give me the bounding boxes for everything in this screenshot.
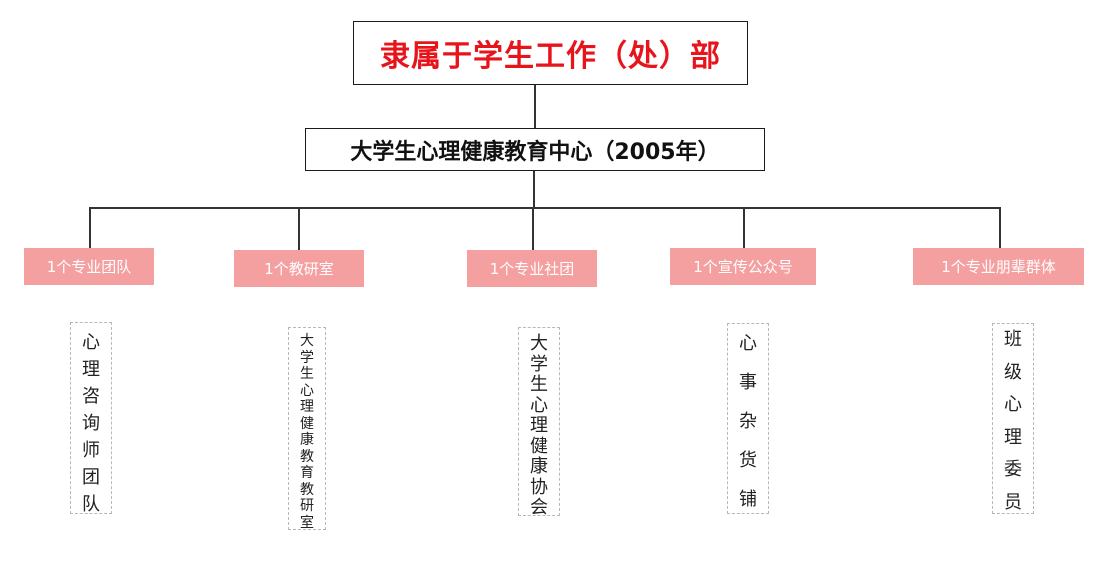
connector-drop-5 (999, 207, 1001, 248)
parent-department-label: 隶属于学生工作（处）部 (380, 39, 721, 74)
connector-top-center (534, 85, 536, 128)
connector-horizontal-bus (89, 207, 1000, 209)
category-label-5: 1个专业朋辈群体 (941, 258, 1056, 276)
connector-center-bus (533, 171, 535, 208)
category-label-2: 1个教研室 (264, 260, 334, 278)
parent-department-box: 隶属于学生工作（处）部 (353, 21, 748, 85)
member-text-1: 心理咨询师团队 (82, 332, 100, 515)
category-label-3: 1个专业社团 (489, 260, 575, 278)
category-box-3: 1个专业社团 (467, 250, 597, 287)
category-box-2: 1个教研室 (234, 250, 364, 287)
member-box-4: 心事杂货铺 (727, 323, 769, 514)
category-label-4: 1个宣传公众号 (693, 258, 793, 276)
member-text-3: 大学生心理健康协会 (530, 333, 548, 518)
member-box-1: 心理咨询师团队 (70, 322, 112, 515)
member-box-2: 大学生心理健康教育教研室 (288, 327, 326, 531)
category-box-5: 1个专业朋辈群体 (913, 248, 1084, 285)
member-box-3: 大学生心理健康协会 (518, 327, 560, 518)
member-box-5: 班级心理委员 (992, 323, 1034, 514)
category-box-1: 1个专业团队 (24, 248, 154, 285)
connector-drop-3 (532, 207, 534, 250)
member-text-4: 心事杂货铺 (739, 333, 757, 510)
member-text-2: 大学生心理健康教育教研室 (300, 333, 314, 531)
member-text-5: 班级心理委员 (1004, 329, 1022, 513)
connector-drop-2 (298, 207, 300, 250)
category-label-1: 1个专业团队 (46, 258, 132, 276)
connector-drop-1 (89, 207, 91, 248)
center-label: 大学生心理健康教育中心（2005年） (350, 139, 720, 165)
category-box-4: 1个宣传公众号 (670, 248, 816, 285)
center-box: 大学生心理健康教育中心（2005年） (305, 128, 765, 171)
connector-drop-4 (743, 207, 745, 248)
